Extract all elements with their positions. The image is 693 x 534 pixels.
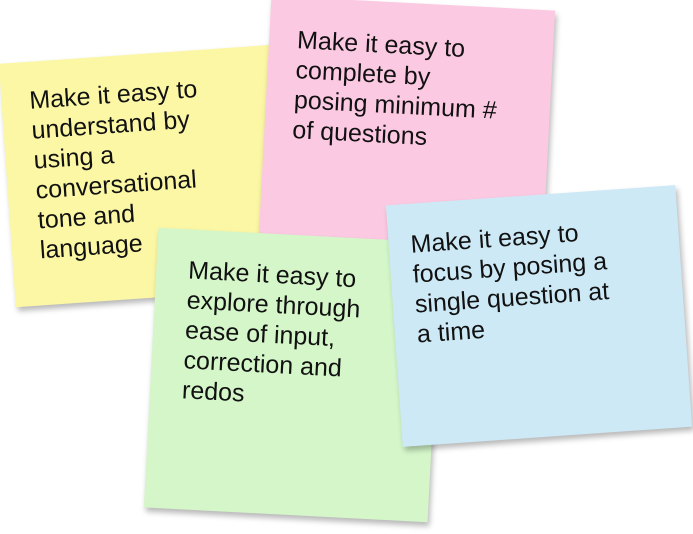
- sticky-note-text: Make it easy to focus by posing a single…: [409, 219, 611, 349]
- sticky-note-text: Make it easy to complete by posing minim…: [291, 26, 498, 152]
- sticky-note-focus: Make it easy to focus by posing a single…: [385, 185, 693, 447]
